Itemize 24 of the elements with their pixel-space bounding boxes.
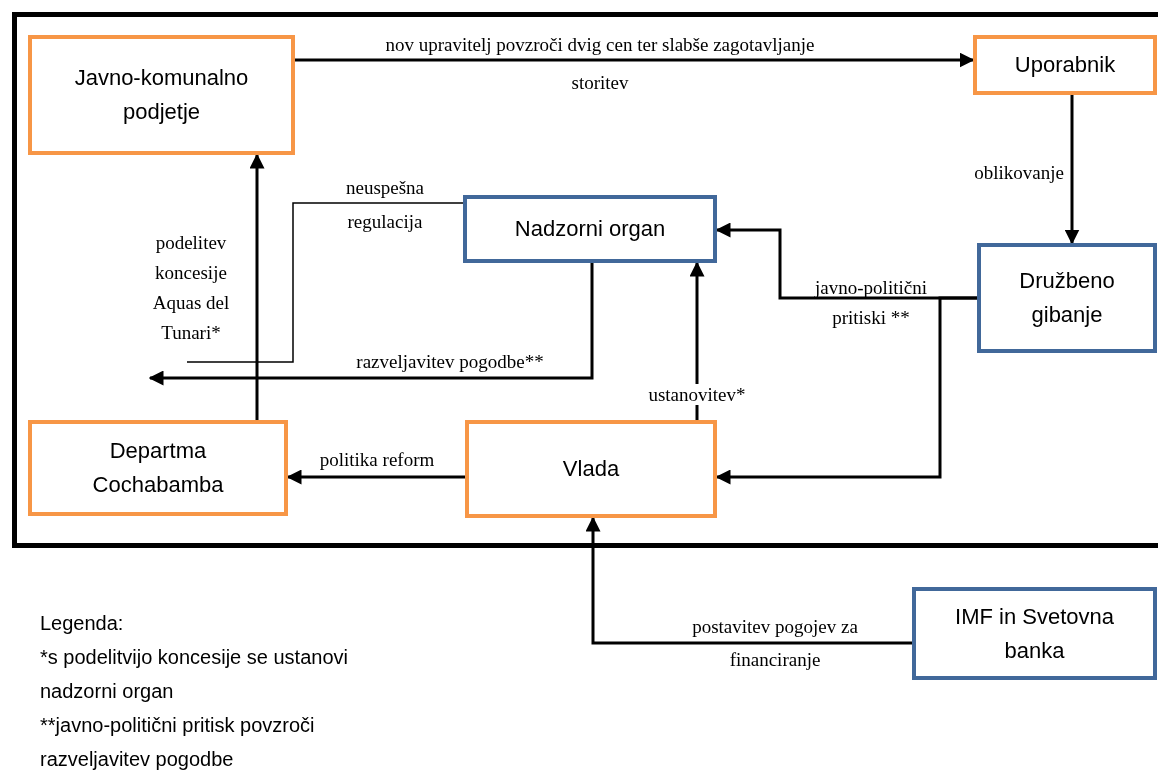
arrow <box>295 52 975 68</box>
process-box: Družbeno gibanje <box>977 243 1157 353</box>
process-box: Vlada <box>465 420 717 518</box>
arrow <box>585 516 912 645</box>
arrow <box>689 261 705 420</box>
edge-label: podelitev koncesije Aquas del Tunari* <box>152 232 230 343</box>
process-box: IMF in Svetovna banka <box>912 587 1157 680</box>
process-box: Departma Cochabamba <box>28 420 288 516</box>
edge-label: oblikovanje <box>974 162 1064 183</box>
process-box: Nadzorni organ <box>463 195 717 263</box>
edge-label: javno-politični pritiski ** <box>815 277 927 328</box>
edge-label: razveljavitev pogodbe** <box>356 351 544 372</box>
arrow <box>249 153 265 420</box>
edge-label: neuspešna regulacija <box>345 177 425 232</box>
edge-label: politika reform <box>319 449 435 470</box>
legend-note: **javno-politični pritisk povzroči razveljavitev pogodbe <box>40 713 316 772</box>
process-box: Uporabnik <box>973 35 1157 95</box>
process-box: Javno-komunalno podjetje <box>28 35 295 155</box>
arrow <box>148 263 594 386</box>
edge-label: nov upravitelj povzroči dvig cen ter slabše zagotavljanje storitev <box>385 34 815 93</box>
edge-label: postavitev pogojev za financiranje <box>692 616 858 670</box>
arrow <box>1064 95 1080 245</box>
legend-note: Legenda: <box>40 611 125 636</box>
legend-note: *s podelitvijo koncesije se ustanovi nadzorni organ <box>40 645 349 704</box>
